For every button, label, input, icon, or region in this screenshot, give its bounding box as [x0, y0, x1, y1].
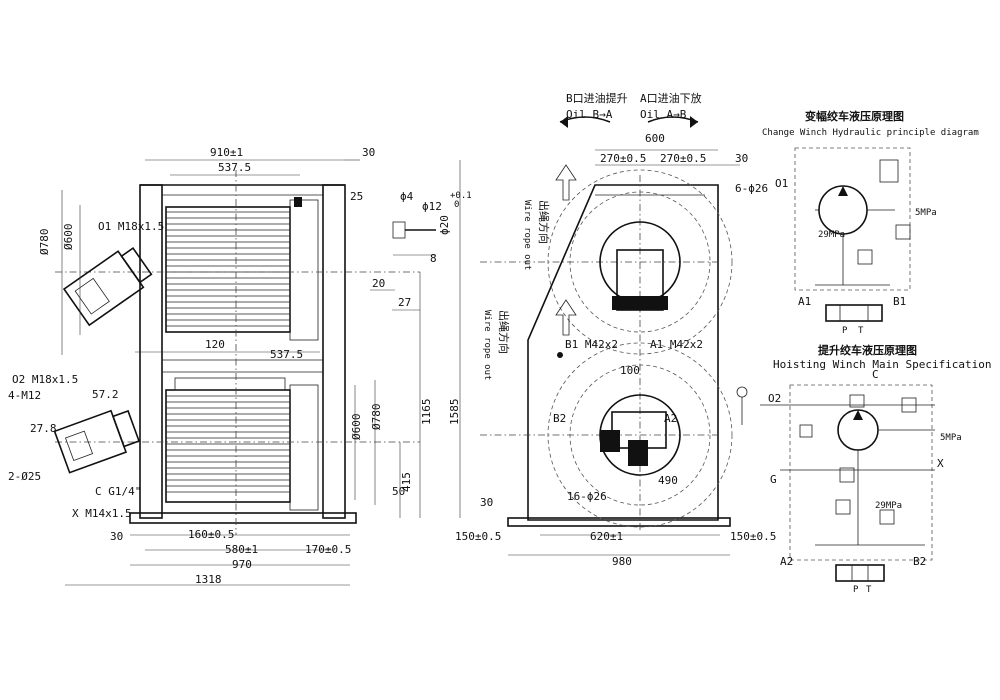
hyd-lower-x: X: [937, 457, 944, 470]
pin-detail: ϕ4 ϕ12 +0.1 0 ϕ20 8 20 27: [370, 190, 472, 311]
upper-motor: [62, 247, 153, 327]
port-b2: B2: [553, 412, 566, 425]
dim-57: 57.2: [92, 388, 119, 401]
dim-537-mid: 537.5: [270, 348, 303, 361]
dim-537-top: 537.5: [218, 161, 251, 174]
dim-120: 120: [205, 338, 225, 351]
dim-1585: 1585: [448, 399, 461, 426]
hyd-lower-o2: O2: [768, 392, 781, 405]
hyd-lower-title-cn: 提升绞车液压原理图: [818, 343, 917, 357]
rope-out-cn-lower: 出绳方向: [497, 310, 511, 354]
rope-out-cn-upper: 出绳方向: [537, 200, 551, 244]
front-dim-270a: 270±0.5: [600, 152, 646, 165]
dim-1165: 1165: [420, 399, 433, 426]
dim-170: 170±0.5: [305, 543, 351, 556]
dim-1318: 1318: [195, 573, 222, 586]
oil-b-to-a: Oil B→A: [566, 108, 613, 121]
detail-phi12: ϕ12: [422, 200, 442, 213]
hyd-upper-o1: O1: [775, 177, 788, 190]
port-x-label: X M14x1.5: [72, 507, 132, 520]
hyd-upper-title-cn: 变幅绞车液压原理图: [805, 109, 904, 123]
hyd-lower-p: P: [853, 585, 859, 595]
oil-b-to-a-cn: B口进油提升: [566, 91, 628, 105]
hydraulic-upper: 变幅绞车液压原理图 Change Winch Hydraulic princip…: [762, 109, 979, 336]
dim-30-top: 30: [362, 146, 375, 159]
detail-phi20: ϕ20: [438, 215, 451, 235]
left-side-plate: [139, 184, 163, 519]
port-a2: A2: [664, 412, 677, 425]
dim-970: 970: [232, 558, 252, 571]
hyd-upper-5mpa: 5MPa: [915, 208, 937, 218]
detail-8: 8: [430, 252, 437, 265]
hyd-lower-c: C: [872, 368, 879, 381]
lower-drum: [165, 389, 291, 503]
dim-580: 580±1: [225, 543, 258, 556]
dim-910: 910±1: [210, 146, 243, 159]
hyd-lower-a2: A2: [780, 555, 793, 568]
front-view: B口进油提升 Oil B→A A口进油下放 Oil A→B 600 270±0.…: [455, 91, 776, 568]
rope-out-en-lower: Wire rope out: [482, 310, 492, 380]
hyd-lower-29mpa: 29MPa: [875, 501, 902, 511]
hyd-lower-b2: B2: [913, 555, 926, 568]
dim-2d25: 2-Ø25: [8, 470, 41, 483]
upper-drum-rope-lines: [166, 211, 290, 327]
upper-drum: [165, 206, 291, 333]
hyd-lower-title-en: Hoisting Winch Main Specification: [773, 358, 992, 371]
hyd-lower-g: G: [770, 473, 777, 486]
port-o2-label: O2 M18x1.5: [12, 373, 78, 386]
dim-27-8: 27.8: [30, 422, 57, 435]
dim-4m12: 4-M12: [8, 389, 41, 402]
hyd-upper-title-en: Change Winch Hydraulic principle diagram: [762, 128, 979, 138]
hyd-upper-a1: A1: [798, 295, 811, 308]
dim-780: Ø780: [38, 229, 51, 256]
front-dim-980: 980: [612, 555, 632, 568]
front-dim-490: 490: [658, 474, 678, 487]
front-base: [507, 517, 731, 527]
port-a1: A1 M42x2: [650, 338, 703, 351]
front-holes-6: 6-ϕ26: [735, 182, 768, 195]
hyd-upper-b1: B1: [893, 295, 906, 308]
port-b1: B1 M42x2: [565, 338, 618, 351]
front-dim-600: 600: [645, 132, 665, 145]
port-c-label: C G1/4": [95, 485, 141, 498]
front-dim-30-low: 30: [480, 496, 493, 509]
front-dim-100: 100: [620, 364, 640, 377]
front-dim-150-l: 150±0.5: [455, 530, 501, 543]
front-frame: [527, 184, 719, 521]
detail-tol-zero: 0: [454, 200, 459, 210]
right-side-plate: [322, 184, 346, 519]
hyd-upper-p: P: [842, 326, 848, 336]
dim-415: 415: [400, 472, 413, 492]
dim-600: Ø600: [62, 224, 75, 251]
detail-20: 20: [372, 277, 385, 290]
oil-a-to-b: Oil A→B: [640, 108, 687, 121]
hyd-lower-t: T: [866, 585, 872, 595]
oil-a-to-b-cn: A口进油下放: [640, 91, 702, 105]
lower-motor: [53, 409, 141, 474]
dim-160: 160±0.5: [188, 528, 234, 541]
dim-30-bl: 30: [110, 530, 123, 543]
dim-25: 25: [350, 190, 363, 203]
dim-600b: Ø600: [350, 414, 363, 441]
dim-780b: Ø780: [370, 404, 383, 431]
front-dim-30: 30: [735, 152, 748, 165]
hyd-upper-t: T: [858, 326, 864, 336]
hydraulic-lower: 提升绞车液压原理图 Hoisting Winch Main Specificat…: [736, 343, 992, 595]
dim-50: 50: [392, 485, 405, 498]
front-dim-620: 620±1: [590, 530, 623, 543]
front-dim-150-r: 150±0.5: [730, 530, 776, 543]
side-view: 910±1 537.5 30 25 Ø780 Ø600 O1 M18x1.5 O…: [8, 146, 461, 586]
hyd-upper-29mpa: 29MPa: [818, 230, 845, 240]
front-dim-270b: 270±0.5: [660, 152, 706, 165]
rope-out-en-upper: Wire rope out: [522, 200, 532, 270]
detail-phi4: ϕ4: [400, 190, 414, 203]
detail-tol-plus: +0.1: [450, 191, 472, 201]
front-holes-16: 16-ϕ26: [567, 490, 607, 503]
detail-27: 27: [398, 296, 411, 309]
port-o1-label: O1 M18x1.5: [98, 220, 164, 233]
lower-drum-rope-lines: [166, 395, 290, 493]
hyd-lower-5mpa: 5MPa: [940, 433, 962, 443]
base-plate: [129, 512, 357, 524]
